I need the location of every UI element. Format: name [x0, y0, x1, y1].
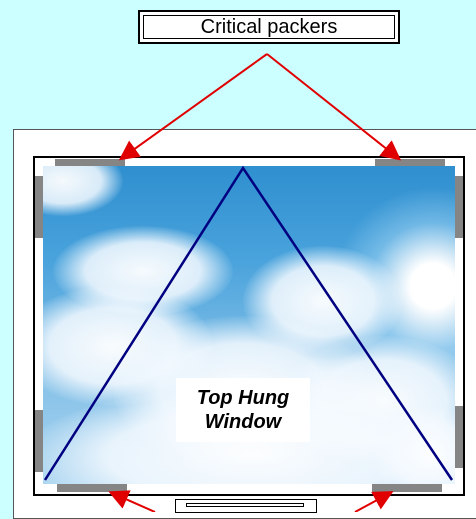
title-box: Critical packers: [138, 10, 400, 44]
window-handle: [175, 499, 317, 513]
packer-right-bottom: [455, 406, 463, 468]
cloud: [43, 166, 123, 216]
window-type-label-line1: Top Hung: [196, 387, 290, 409]
packer-right-top: [455, 176, 463, 238]
window-handle-grip: [186, 503, 304, 507]
title-text: Critical packers: [143, 15, 395, 39]
packer-top-right: [375, 159, 445, 166]
packer-left-top: [35, 176, 43, 238]
packer-bottom-left: [57, 484, 127, 492]
window-type-label: Top Hung Window: [176, 378, 310, 442]
packer-bottom-right: [372, 484, 442, 492]
packer-top-left: [55, 159, 125, 166]
window-type-label-line2: Window: [204, 411, 282, 433]
packer-left-bottom: [35, 410, 43, 472]
